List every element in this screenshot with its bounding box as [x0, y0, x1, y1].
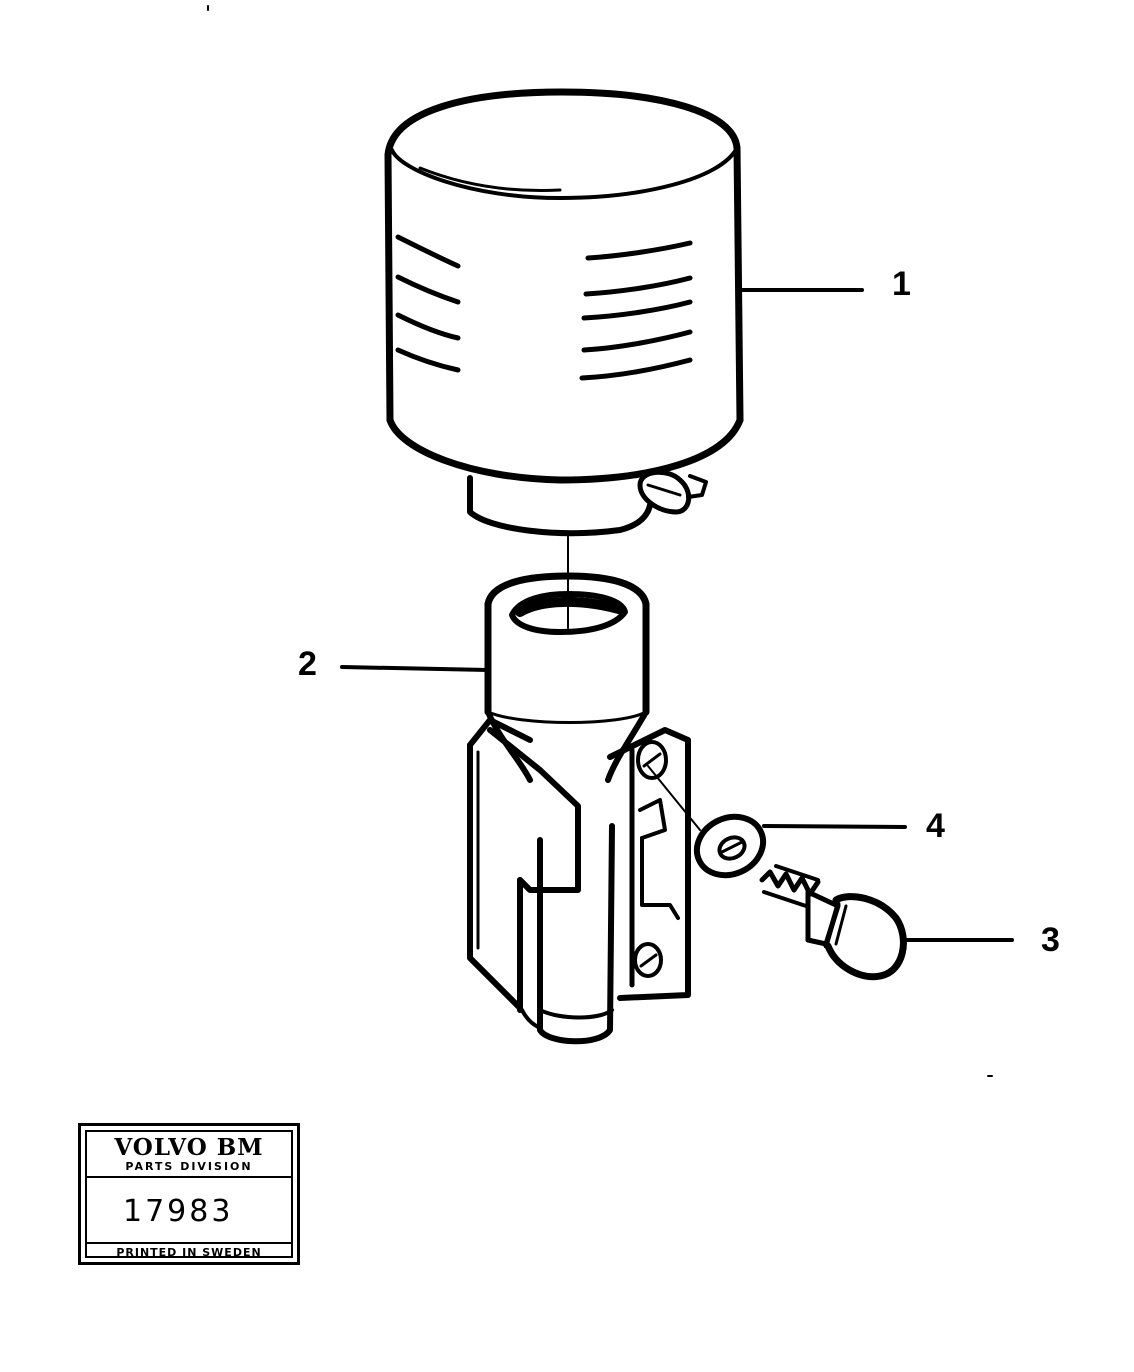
stamp-inner-border: VOLVO BM PARTS DIVISION 17983 PRINTED IN… [85, 1130, 293, 1259]
stamp-divider [87, 1242, 291, 1244]
part-3-screw [759, 864, 907, 981]
stamp-drawing-number: 17983 [123, 1194, 234, 1229]
leader-line-4 [762, 824, 907, 829]
part-1-cylinder [384, 88, 744, 537]
part-4-washer [693, 813, 767, 879]
callout-2: 2 [298, 645, 317, 683]
stamp-brand: VOLVO BM [114, 1134, 264, 1161]
stamp-divider [87, 1176, 291, 1178]
callout-3: 3 [1041, 921, 1060, 959]
callout-1: 1 [892, 265, 911, 303]
washer-axis-line [647, 765, 701, 831]
parts-division-stamp: VOLVO BM PARTS DIVISION 17983 PRINTED IN… [78, 1123, 300, 1265]
callout-4: 4 [926, 807, 945, 845]
leader-line-2 [340, 665, 490, 672]
stamp-printed-in: PRINTED IN SWEDEN [116, 1246, 262, 1259]
part-2-socket-holder [467, 572, 691, 1045]
stamp-division: PARTS DIVISION [125, 1160, 253, 1173]
